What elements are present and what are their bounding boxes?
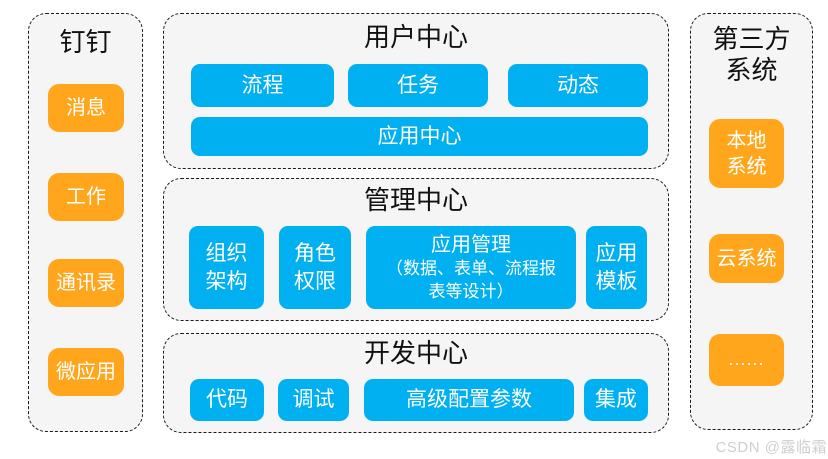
box-tasks: 任务 <box>348 64 488 107</box>
dingtalk-title: 钉钉 <box>59 27 112 57</box>
box-feed: 动态 <box>508 64 648 107</box>
box-local-system: 本地 系统 <box>709 119 784 188</box>
box-app-templates: 应用 模板 <box>586 226 647 309</box>
box-advanced-config: 高级配置参数 <box>364 379 574 421</box>
panel-development-center: 开发中心 代码 调试 高级配置参数 集成 <box>163 333 669 433</box>
panel-user-center: 用户中心 流程 任务 动态 应用中心 <box>163 13 669 169</box>
csdn-watermark: CSDN @露临霜 <box>715 439 827 456</box>
box-app-center: 应用中心 <box>191 117 648 156</box>
development-center-title: 开发中心 <box>363 338 468 368</box>
box-app-management: 应用管理 （数据、表单、流程报 表等设计） <box>366 226 576 309</box>
panel-dingtalk: 钉钉 消息 工作 通讯录 微应用 <box>28 13 143 432</box>
box-code: 代码 <box>190 379 264 421</box>
panel-third-party: 第三方 系统 本地 系统 云系统 ...... <box>690 13 813 430</box>
box-work: 工作 <box>48 173 124 221</box>
box-messages: 消息 <box>48 84 124 132</box>
box-integration: 集成 <box>584 379 648 421</box>
box-app-management-sub: （数据、表单、流程报 表等设计） <box>386 259 556 301</box>
box-role-permissions: 角色 权限 <box>279 226 351 309</box>
box-micro-apps: 微应用 <box>48 348 124 396</box>
management-center-title: 管理中心 <box>363 185 468 215</box>
box-cloud-system: 云系统 <box>709 234 784 283</box>
box-app-management-main: 应用管理 <box>431 234 511 257</box>
third-party-title: 第三方 系统 <box>712 24 791 85</box>
box-process: 流程 <box>191 64 334 107</box>
box-more-systems: ...... <box>709 334 784 386</box>
user-center-title: 用户中心 <box>363 22 468 52</box>
box-debug: 调试 <box>278 379 349 421</box>
box-contacts: 通讯录 <box>48 259 124 307</box>
box-org-structure: 组织 架构 <box>189 226 264 309</box>
panel-management-center: 管理中心 组织 架构 角色 权限 应用管理 （数据、表单、流程报 表等设计） 应… <box>163 178 669 321</box>
